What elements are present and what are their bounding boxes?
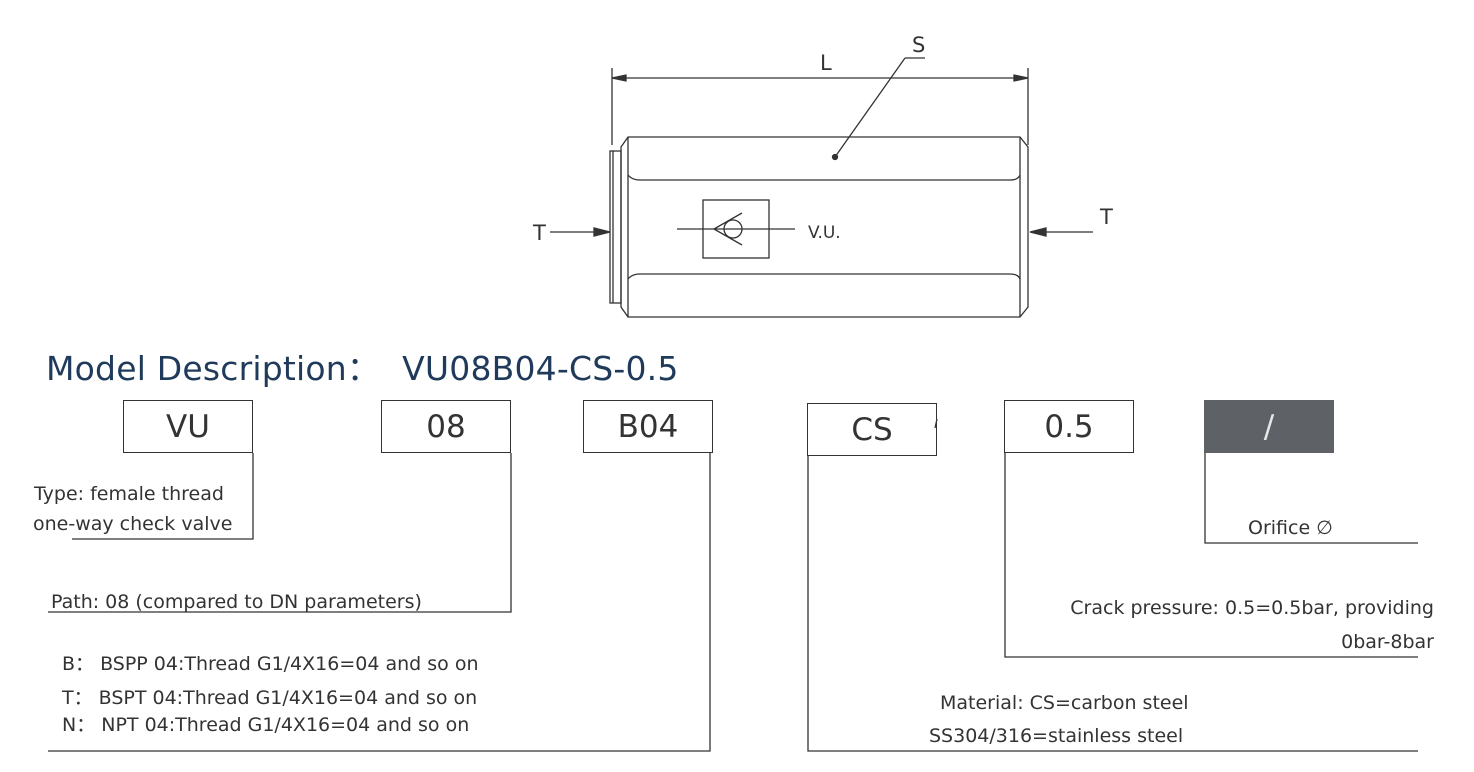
- path-description: Path: 08 (compared to DN parameters): [51, 591, 422, 613]
- hex-leader-line: [834, 57, 906, 158]
- outlet-arrowhead: [1029, 227, 1047, 237]
- hex-label-s: S: [912, 33, 925, 57]
- orifice-bracket: [1204, 453, 1418, 544]
- path-bracket: [48, 453, 512, 613]
- code-box-orifice: /: [1204, 400, 1334, 453]
- pressure-description-line2: 0bar-8bar: [1341, 631, 1434, 653]
- code-box-type: VU: [123, 400, 253, 453]
- outlet-label-t: T: [1099, 205, 1113, 229]
- material-description-line1: Material: CS=carbon steel: [940, 692, 1189, 714]
- orifice-description: Orifice ∅: [1248, 517, 1333, 539]
- thread-bracket: [48, 453, 711, 752]
- type-description-line2: one-way check valve: [33, 513, 233, 535]
- valve-body-outline: [620, 136, 1029, 318]
- model-code: VU08B04-CS-0.5: [402, 349, 679, 388]
- dimension-arrow-left: [611, 74, 627, 82]
- valve-end-flange: [609, 150, 622, 304]
- code-box-pressure: 0.5: [1004, 400, 1134, 453]
- code-box-material: CS: [807, 403, 937, 456]
- code-box-thread: B04: [583, 400, 713, 453]
- material-description-line2: SS304/316=stainless steel: [929, 725, 1184, 747]
- material-bracket: [807, 456, 1418, 752]
- inlet-arrowhead: [593, 227, 611, 237]
- dimension-label-l: L: [820, 51, 832, 75]
- code-box-path: 08: [381, 400, 511, 453]
- type-bracket: [72, 453, 254, 540]
- type-description-line1: Type: female thread: [34, 483, 224, 505]
- model-description-title: Model Description： VU08B04-CS-0.5: [46, 342, 679, 390]
- pressure-description-line1: Crack pressure: 0.5=0.5bar, providing: [1070, 597, 1434, 619]
- hex-leader-dot: [831, 153, 839, 161]
- inlet-label-t: T: [532, 221, 546, 245]
- pressure-bracket: [1004, 453, 1418, 658]
- hex-flat-lower: [627, 273, 1021, 280]
- symbol-label-vu: V.U.: [808, 223, 841, 243]
- dimension-arrow-right: [1013, 74, 1029, 82]
- thread-description-npt: N： NPT 04:Thread G1/4X16=04 and so on: [62, 714, 470, 736]
- thread-description-bspt: T： BSPT 04:Thread G1/4X16=04 and so on: [62, 687, 478, 709]
- thread-description-bspp: B： BSPP 04:Thread G1/4X16=04 and so on: [62, 653, 479, 675]
- hex-flat-upper: [627, 174, 1021, 181]
- title-label: Model Description：: [46, 349, 381, 388]
